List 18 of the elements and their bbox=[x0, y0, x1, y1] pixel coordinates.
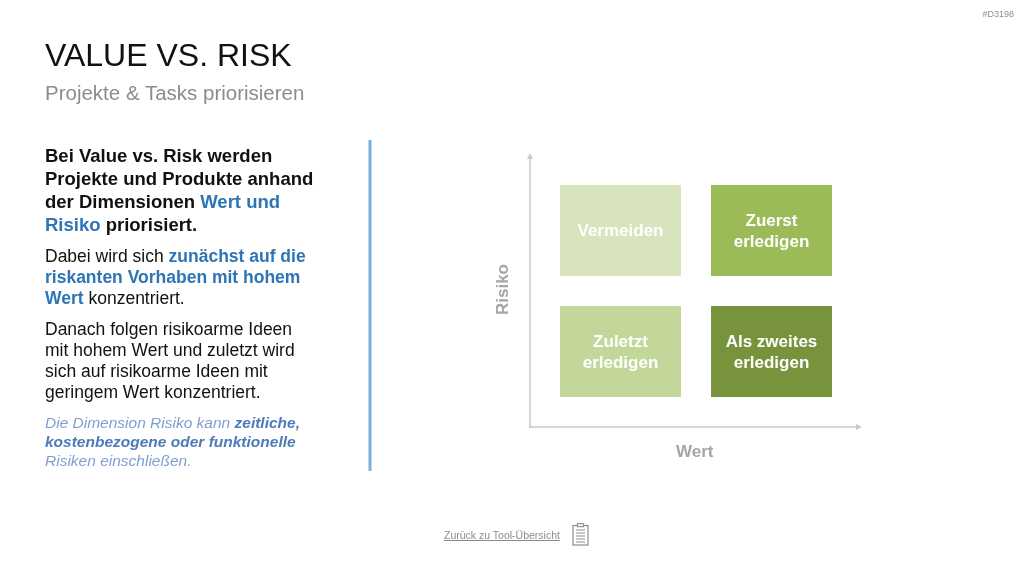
quadrant-box bbox=[560, 306, 681, 397]
slide-code: #D3198 bbox=[982, 9, 1014, 19]
quadrant-label: Als zweites erledigen bbox=[724, 330, 819, 373]
quadrant-box bbox=[711, 185, 832, 276]
body-paragraph: Danach folgen risikoarme Ideen mit hohem Wert und zuletzt wird sich auf risikoarme Ideen mit geringem Wert konzentriert. bbox=[45, 319, 296, 403]
axis-label: Risiko bbox=[493, 264, 513, 316]
note-paragraph: Die Dimension Risiko kann zeitliche, kostenbezogene oder funktionelle Risiken einschließen. bbox=[45, 413, 301, 470]
quadrant-label: Vermeiden bbox=[576, 220, 665, 241]
intro-paragraph: Bei Value vs. Risk werden Projekte und Produkte anhand der Dimensionen Wert und Risiko priorisiert. bbox=[45, 144, 315, 236]
back-link: Zurück zu Tool-Übersicht bbox=[444, 528, 560, 542]
quadrant-box bbox=[560, 185, 681, 276]
quadrant-label: Zuerst erledigen bbox=[732, 209, 811, 252]
quadrant-label: Zuletzt erledigen bbox=[581, 330, 660, 373]
body-paragraph: Dabei wird sich zunächst auf die riskanten Vorhaben mit hohem Wert konzentriert. bbox=[45, 246, 307, 309]
slide-subtitle: Projekte & Tasks priorisieren bbox=[45, 80, 305, 106]
axis-label: Wert bbox=[676, 441, 714, 463]
slide-title: VALUE VS. RISK bbox=[45, 36, 292, 74]
quadrant-box bbox=[711, 306, 832, 397]
